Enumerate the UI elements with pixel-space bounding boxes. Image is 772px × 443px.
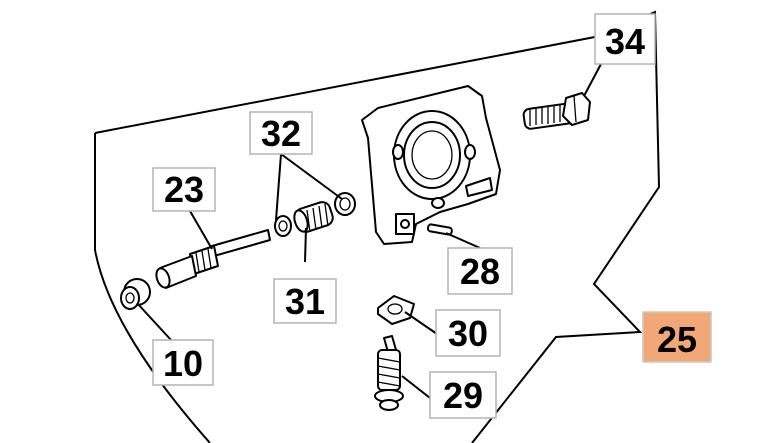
callout-28-label: 28 (460, 251, 500, 292)
callout-25: 25 (642, 311, 712, 363)
callout-31-label: 31 (285, 281, 325, 322)
leader-lines (136, 63, 602, 399)
nut-part (377, 295, 415, 325)
callout-10: 10 (152, 339, 214, 386)
callout-30: 30 (435, 309, 501, 357)
bolt-part (522, 92, 591, 130)
callout-23-label: 23 (164, 169, 204, 210)
intake-flange-part (361, 85, 501, 245)
callout-23: 23 (152, 167, 216, 212)
adjuster-screw-part (374, 335, 404, 411)
callout-29: 29 (429, 371, 497, 419)
callout-30-label: 30 (448, 313, 488, 354)
callout-29-label: 29 (443, 375, 483, 416)
callout-32-label: 32 (261, 113, 301, 154)
callout-32: 32 (249, 111, 313, 155)
callout-31: 31 (273, 278, 337, 324)
callout-10-label: 10 (163, 343, 203, 384)
pump-shaft-part (155, 229, 271, 289)
callout-25-label: 25 (657, 319, 697, 360)
pin-part (426, 223, 453, 236)
callout-34: 34 (594, 13, 656, 65)
cap-part (120, 278, 151, 310)
callout-34-label: 34 (605, 21, 645, 62)
callout-28: 28 (447, 247, 513, 295)
spring-part (293, 201, 334, 233)
